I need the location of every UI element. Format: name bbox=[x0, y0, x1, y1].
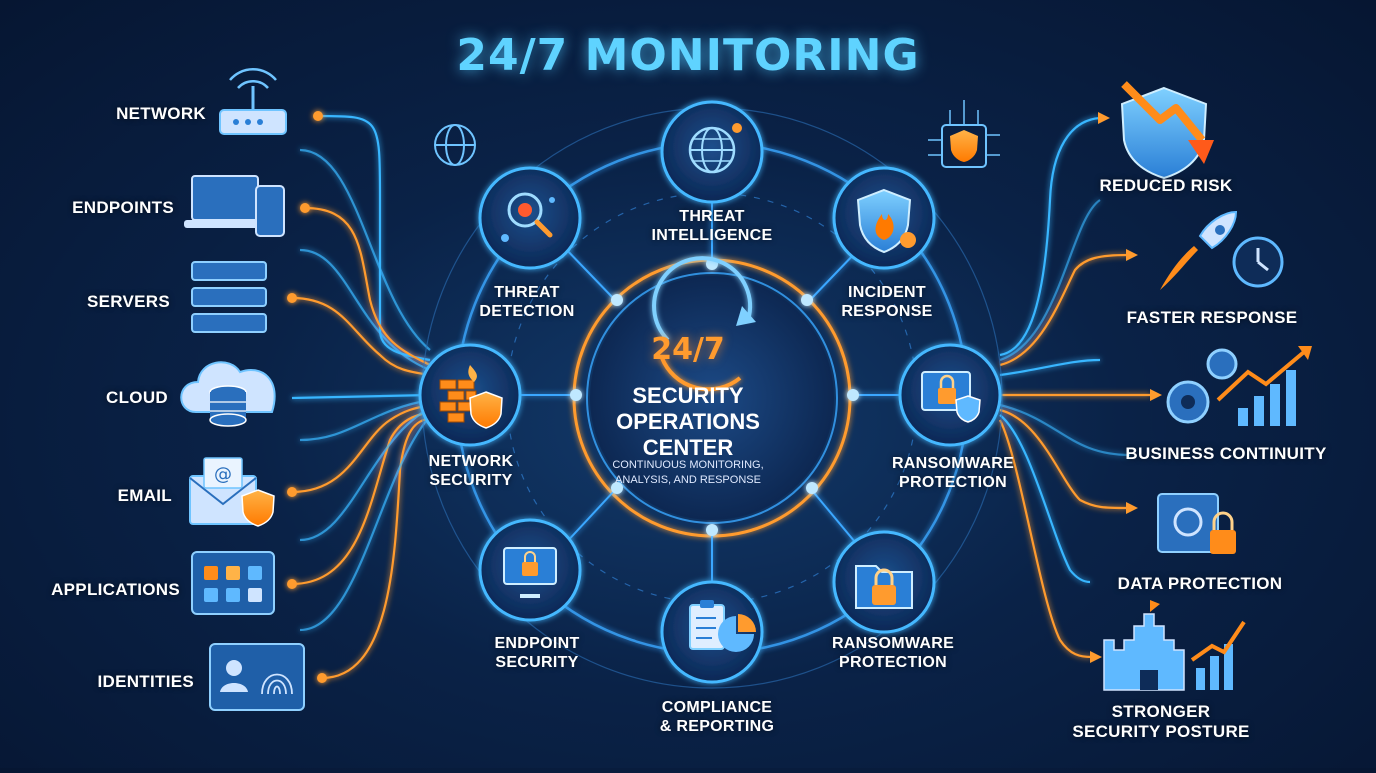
center-subtitle: CONTINUOUS MONITORING, ANALYSIS, AND RES… bbox=[578, 458, 798, 488]
node-label-line: DETECTION bbox=[479, 303, 575, 320]
node-label-line: PROTECTION bbox=[839, 654, 947, 671]
node-label-threat-intelligence: THREAT INTELLIGENCE bbox=[617, 207, 807, 245]
firewall-shield-icon bbox=[439, 365, 503, 429]
node-label-threat-detection: THREAT DETECTION bbox=[432, 283, 622, 321]
node-label-line: NETWORK bbox=[428, 453, 514, 470]
node-label-compliance-reporting: COMPLIANCE & REPORTING bbox=[622, 698, 812, 736]
source-label-network: NETWORK bbox=[116, 104, 206, 123]
node-label-line: INCIDENT bbox=[848, 284, 926, 301]
source-dots bbox=[287, 111, 327, 683]
globe-icon bbox=[688, 123, 742, 174]
node-label-line: SECURITY bbox=[429, 472, 513, 489]
center-badge: 24/7 bbox=[651, 332, 725, 367]
cloud-database-icon bbox=[180, 361, 276, 427]
safe-lock-icon bbox=[1157, 493, 1236, 554]
node-label-line: RESPONSE bbox=[841, 303, 933, 320]
globe-outline-icon bbox=[434, 124, 476, 166]
laptop-phone-icon bbox=[184, 175, 285, 237]
left-connectors bbox=[291, 114, 433, 680]
node-label-ransomware-protection-right: RANSOMWARE PROTECTION bbox=[858, 454, 1048, 492]
node-label-line: PROTECTION bbox=[899, 474, 1007, 491]
clipboard-chart-icon bbox=[689, 600, 756, 652]
shield-downtrend-icon bbox=[1120, 81, 1214, 180]
email-shield-icon: @ bbox=[189, 457, 275, 527]
page-title: 24/7 MONITORING bbox=[456, 30, 920, 81]
outcome-label-line: STRONGER bbox=[1111, 702, 1211, 721]
outcome-label-business-continuity: BUSINESS CONTINUITY bbox=[1125, 444, 1327, 463]
node-label-line: & REPORTING bbox=[659, 718, 775, 735]
center-title-line: CENTER bbox=[642, 435, 734, 460]
node-label-ransomware-protection-bottom: RANSOMWARE PROTECTION bbox=[798, 634, 988, 672]
magnifier-bug-icon bbox=[501, 192, 555, 242]
node-label-line: SECURITY bbox=[495, 654, 579, 671]
right-connectors bbox=[999, 116, 1150, 659]
source-label-email: EMAIL bbox=[117, 486, 172, 505]
rocket-clock-icon bbox=[1160, 210, 1284, 290]
app-grid-icon bbox=[191, 551, 275, 615]
center-title: SECURITY OPERATIONS CENTER bbox=[568, 383, 808, 461]
lock-folder-icon bbox=[855, 565, 913, 609]
source-label-cloud: CLOUD bbox=[106, 388, 168, 407]
outcome-label-data-protection: DATA PROTECTION bbox=[1117, 574, 1283, 593]
server-rack-icon bbox=[191, 261, 267, 333]
outcome-label-reduced-risk: REDUCED RISK bbox=[1099, 176, 1233, 195]
identity-fingerprint-icon bbox=[209, 643, 305, 711]
castle-growth-icon bbox=[1103, 600, 1246, 691]
chip-shield-icon bbox=[928, 100, 1000, 168]
node-label-endpoint-security: ENDPOINT SECURITY bbox=[442, 634, 632, 672]
node-label-incident-response: INCIDENT RESPONSE bbox=[792, 283, 982, 321]
router-icon bbox=[219, 68, 287, 135]
source-label-endpoints: ENDPOINTS bbox=[72, 198, 174, 217]
center-title-line: OPERATIONS bbox=[616, 409, 760, 434]
node-label-line: ENDPOINT bbox=[494, 635, 580, 652]
outcome-label-faster-response: FASTER RESPONSE bbox=[1126, 308, 1298, 327]
monitor-lock-icon bbox=[503, 547, 557, 598]
center-subtitle-line: CONTINUOUS MONITORING, bbox=[612, 459, 764, 471]
center-title-line: SECURITY bbox=[632, 383, 744, 408]
source-label-applications: APPLICATIONS bbox=[51, 580, 180, 599]
center-hub bbox=[590, 256, 834, 520]
svg-text:@: @ bbox=[214, 464, 232, 485]
node-label-line: THREAT bbox=[679, 208, 745, 225]
node-label-line: THREAT bbox=[494, 284, 560, 301]
gears-growth-icon bbox=[1166, 346, 1312, 426]
locked-folder-icon bbox=[921, 371, 981, 423]
node-label-line: INTELLIGENCE bbox=[651, 227, 773, 244]
source-label-servers: SERVERS bbox=[86, 292, 170, 311]
center-subtitle-line: ANALYSIS, AND RESPONSE bbox=[615, 474, 761, 486]
source-label-identities: IDENTITIES bbox=[97, 672, 194, 691]
node-label-line: RANSOMWARE bbox=[831, 635, 955, 652]
outcome-label-security-posture: STRONGER SECURITY POSTURE bbox=[1031, 702, 1291, 742]
outcome-label-line: SECURITY POSTURE bbox=[1072, 722, 1250, 741]
spoke-dots bbox=[570, 258, 859, 536]
node-label-line: RANSOMWARE bbox=[891, 455, 1015, 472]
node-label-line: COMPLIANCE bbox=[661, 699, 773, 716]
shield-fire-icon bbox=[856, 188, 916, 254]
outcome-arrows bbox=[1090, 112, 1162, 663]
node-label-network-security: NETWORK SECURITY bbox=[376, 452, 566, 490]
